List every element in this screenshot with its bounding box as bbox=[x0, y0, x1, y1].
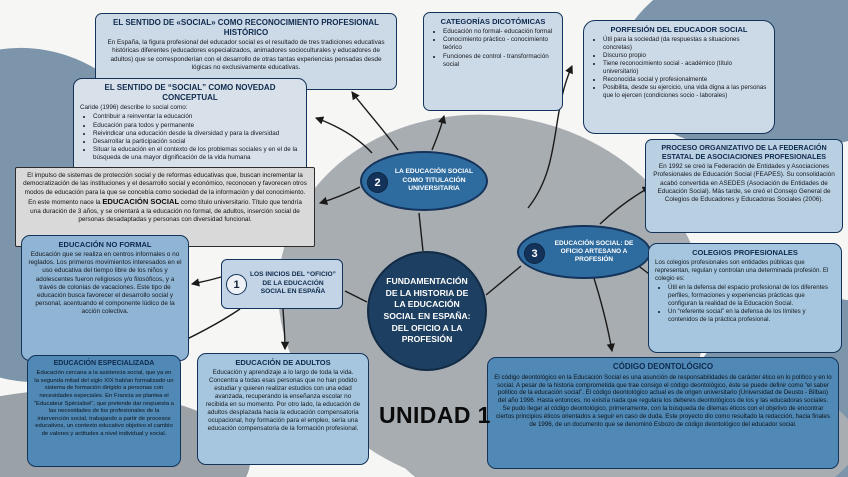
box-educacion-especializada: EDUCACIÓN ESPECIALIZADA Educación cercan… bbox=[27, 355, 181, 467]
unit-label: UNIDAD 1 bbox=[379, 402, 491, 428]
box-body: Educación que se realiza en centros info… bbox=[28, 251, 182, 316]
bullet-item: Un “referente social” en la defensa de l… bbox=[668, 308, 835, 324]
bullet-list: Útil para la sociedad (da respuestas a s… bbox=[603, 36, 768, 101]
bullet-item: Funciones de control - transformación so… bbox=[443, 53, 556, 69]
node-1-number-badge: 1 bbox=[226, 274, 247, 295]
box-title: EDUCACIÓN NO FORMAL bbox=[58, 240, 152, 249]
bullet-item: Desarrollar la participación social bbox=[93, 138, 300, 146]
bullet-item: Tiene reconocimiento social - académico … bbox=[603, 60, 768, 76]
node-2-titulacion-universitaria: 2 LA EDUCACIÓN SOCIAL COMO TITULACIÓN UN… bbox=[360, 151, 488, 211]
arrow-to-codigo bbox=[591, 271, 615, 353]
box-title: CATEGORÍAS DICOTÓMICAS bbox=[440, 17, 546, 26]
bullet-item: Útil en la defensa del espacio profesion… bbox=[668, 284, 835, 308]
arrow-to-adultos bbox=[280, 308, 290, 351]
box-educacion-adultos: EDUCACIÓN DE ADULTOS Educación y aprendi… bbox=[197, 353, 369, 465]
bullet-item: Educación no formal- educación formal bbox=[443, 28, 556, 36]
bullet-item: Conocimiento práctico - conocimiento teó… bbox=[443, 36, 556, 52]
box-categorias-dicotomicas: CATEGORÍAS DICOTÓMICAS Educación no form… bbox=[423, 12, 563, 111]
box-body: En 1992 se creó la Federación de Entidad… bbox=[653, 163, 835, 204]
arrow-to-reconocimiento bbox=[351, 91, 399, 151]
box-body: En España, la figura profesional del edu… bbox=[107, 39, 385, 71]
bullet-list: Útil en la defensa del espacio profesion… bbox=[668, 284, 835, 324]
arrow-to-noformal bbox=[190, 276, 222, 287]
central-topic-title: FUNDAMENTACIÓN DE LA HISTORIA DE LA EDUC… bbox=[383, 276, 471, 345]
box-body-before: El impulso de sistemas de protección soc… bbox=[23, 172, 307, 207]
arrow-to-categorias bbox=[431, 114, 447, 151]
box-title: EL SENTIDO DE “SOCIAL” COMO NOVEDAD CONC… bbox=[104, 83, 276, 102]
box-proceso-organizativo: PROCESO ORGANIZATIVO DE LA FEDERACIÓN ES… bbox=[645, 139, 843, 233]
box-codigo-deontologico: CÓDIGO DEONTOLÓGICO El código deontológi… bbox=[487, 357, 839, 469]
box-title: COLEGIOS PROFESIONALES bbox=[692, 248, 798, 257]
bullet-item: Contribuir a reinventar la educación bbox=[93, 113, 300, 121]
box-title: EDUCACIÓN DE ADULTOS bbox=[235, 358, 331, 367]
bullet-item: Reconocida social y profesionalmente bbox=[603, 76, 768, 84]
node-3-number-badge: 3 bbox=[524, 243, 545, 264]
node-3-label: EDUCACIÓN SOCIAL: DE OFICIO ARTESANO A P… bbox=[554, 239, 634, 264]
bullet-item: Posibilita, desde su ejercicio, una vida… bbox=[603, 84, 768, 100]
bullet-list: Educación no formal- educación formalCon… bbox=[443, 28, 556, 69]
box-intro: Caride (1996) describe lo social como: bbox=[80, 104, 188, 112]
box-title: PORFESIÓN DEL EDUCADOR SOCIAL bbox=[610, 25, 748, 34]
box-reconocimiento-historico: EL SENTIDO DE «SOCIAL» COMO RECONOCIMIEN… bbox=[95, 13, 397, 90]
box-title: PROCESO ORGANIZATIVO DE LA FEDERACIÓN ES… bbox=[661, 143, 827, 161]
link-center-node2 bbox=[418, 212, 424, 252]
node-2-number-badge: 2 bbox=[367, 172, 388, 193]
bullet-list: Contribuir a reinventar la educaciónEduc… bbox=[93, 113, 300, 162]
box-highlight: EDUCACIÓN SOCIAL bbox=[102, 197, 180, 207]
bullet-item: Educación para todos y permanente bbox=[93, 122, 300, 130]
box-intro: Los colegios profesionales son entidades… bbox=[655, 259, 829, 283]
link-center-node1 bbox=[344, 290, 368, 303]
box-impulso-sistemas: El impulso de sistemas de protección soc… bbox=[15, 167, 315, 247]
box-body: Educación cercana a la asistencia social… bbox=[34, 370, 174, 437]
node-1-inicios-oficio: 1 LOS INICIOS DEL “OFICIO” DE LA EDUCACI… bbox=[221, 259, 343, 309]
box-body: El código deontológico en la Educación S… bbox=[494, 373, 832, 429]
box-porfesion-educador: PORFESIÓN DEL EDUCADOR SOCIAL Útil para … bbox=[583, 20, 775, 134]
bullet-item: Útil para la sociedad (da respuestas a s… bbox=[603, 36, 768, 52]
box-body: Educación y aprendizaje a lo largo de to… bbox=[205, 369, 361, 433]
box-title: EDUCACIÓN ESPECIALIZADA bbox=[53, 360, 155, 367]
box-title: CÓDIGO DEONTOLÓGICO bbox=[612, 362, 714, 371]
node-1-label: LOS INICIOS DEL “OFICIO” DE LA EDUCACIÓN… bbox=[250, 271, 336, 296]
box-colegios-profesionales: COLEGIOS PROFESIONALES Los colegios prof… bbox=[648, 243, 842, 353]
bullet-item: Discurso propio bbox=[603, 52, 768, 60]
arrow-to-novedad bbox=[314, 116, 373, 154]
node-3-oficio-a-profesion: 3 EDUCACIÓN SOCIAL: DE OFICIO ARTESANO A… bbox=[517, 225, 651, 279]
arrow-to-proceso bbox=[599, 186, 651, 225]
link-center-node3 bbox=[485, 265, 522, 296]
central-topic: FUNDAMENTACIÓN DE LA HISTORIA DE LA EDUC… bbox=[367, 251, 487, 371]
arrow-to-graybox bbox=[318, 186, 361, 205]
node-2-label: LA EDUCACIÓN SOCIAL COMO TITULACIÓN UNIV… bbox=[394, 168, 474, 193]
bullet-item: Reivindicar una educación desde la diver… bbox=[93, 130, 300, 138]
box-title: EL SENTIDO DE «SOCIAL» COMO RECONOCIMIEN… bbox=[113, 18, 379, 37]
box-body-after: como título universitario. Título que te… bbox=[30, 199, 302, 224]
box-educacion-no-formal: EDUCACIÓN NO FORMAL Educación que se rea… bbox=[21, 235, 189, 361]
bullet-item: Situar la educación en el contexto de lo… bbox=[93, 146, 300, 162]
arrow-to-porfesion bbox=[527, 64, 573, 209]
